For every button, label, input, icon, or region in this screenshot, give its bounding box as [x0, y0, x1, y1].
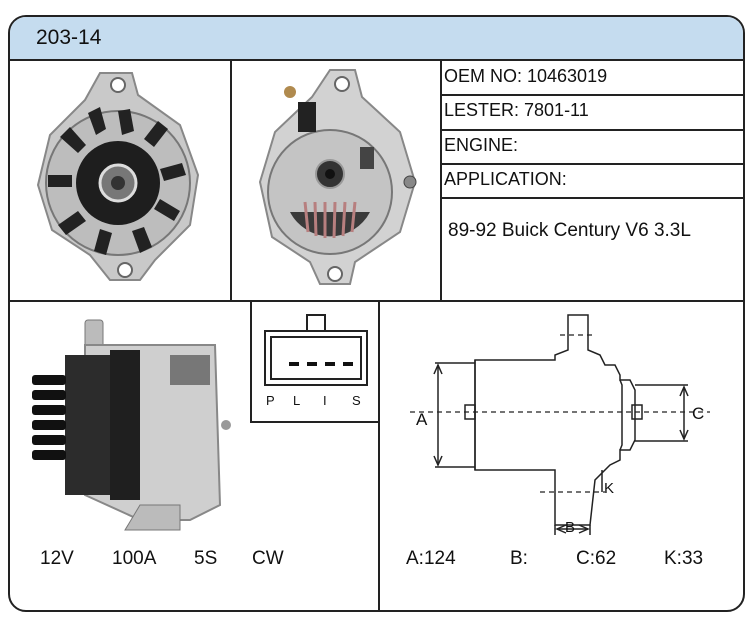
- grid-divider: [378, 302, 380, 610]
- plug-pin-label: L: [293, 393, 301, 408]
- dimension-k-value: K:33: [664, 548, 704, 569]
- grid-divider: [440, 163, 743, 165]
- dimension-c-label: C: [692, 404, 705, 423]
- dimension-b-label: B: [565, 519, 576, 536]
- dimension-b-value: B:: [510, 548, 528, 569]
- dimension-k-label: K: [604, 480, 615, 497]
- application-value: 89-92 Buick Century V6 3.3L: [448, 220, 691, 241]
- application-label: APPLICATION:: [444, 169, 567, 189]
- plug-box-border: [250, 421, 380, 423]
- lester-number: LESTER: 7801-11: [444, 100, 589, 120]
- grid-divider: [440, 129, 743, 131]
- alternator-front-image: [36, 72, 200, 281]
- grid-divider: [440, 61, 442, 302]
- groove-spec: 5S: [194, 548, 218, 569]
- current-spec: 100A: [112, 548, 157, 569]
- rotation-spec: CW: [252, 548, 284, 569]
- alternator-rear-image: [258, 69, 417, 285]
- voltage-spec: 12V: [40, 548, 74, 569]
- dimension-c-value: C:62: [576, 548, 617, 569]
- oem-number: OEM NO: 10463019: [444, 66, 608, 86]
- grid-divider: [230, 61, 232, 302]
- header-bar: 203-14: [10, 17, 743, 61]
- grid-divider: [10, 300, 743, 302]
- plug-connector-diagram: [264, 314, 368, 386]
- dimension-a-label: A: [416, 410, 428, 429]
- dimension-a-value: A:124: [406, 548, 456, 569]
- plug-pin-label: S: [352, 393, 361, 408]
- plug-box-border: [250, 302, 252, 423]
- part-number-title: 203-14: [36, 26, 102, 49]
- grid-divider: [440, 197, 743, 199]
- plug-pin-label: P: [266, 393, 275, 408]
- plug-pin-label: I: [323, 393, 327, 408]
- engine-label: ENGINE:: [444, 135, 519, 155]
- grid-divider: [440, 94, 743, 96]
- alternator-side-image: [32, 319, 231, 531]
- dimension-drawing: [410, 314, 710, 535]
